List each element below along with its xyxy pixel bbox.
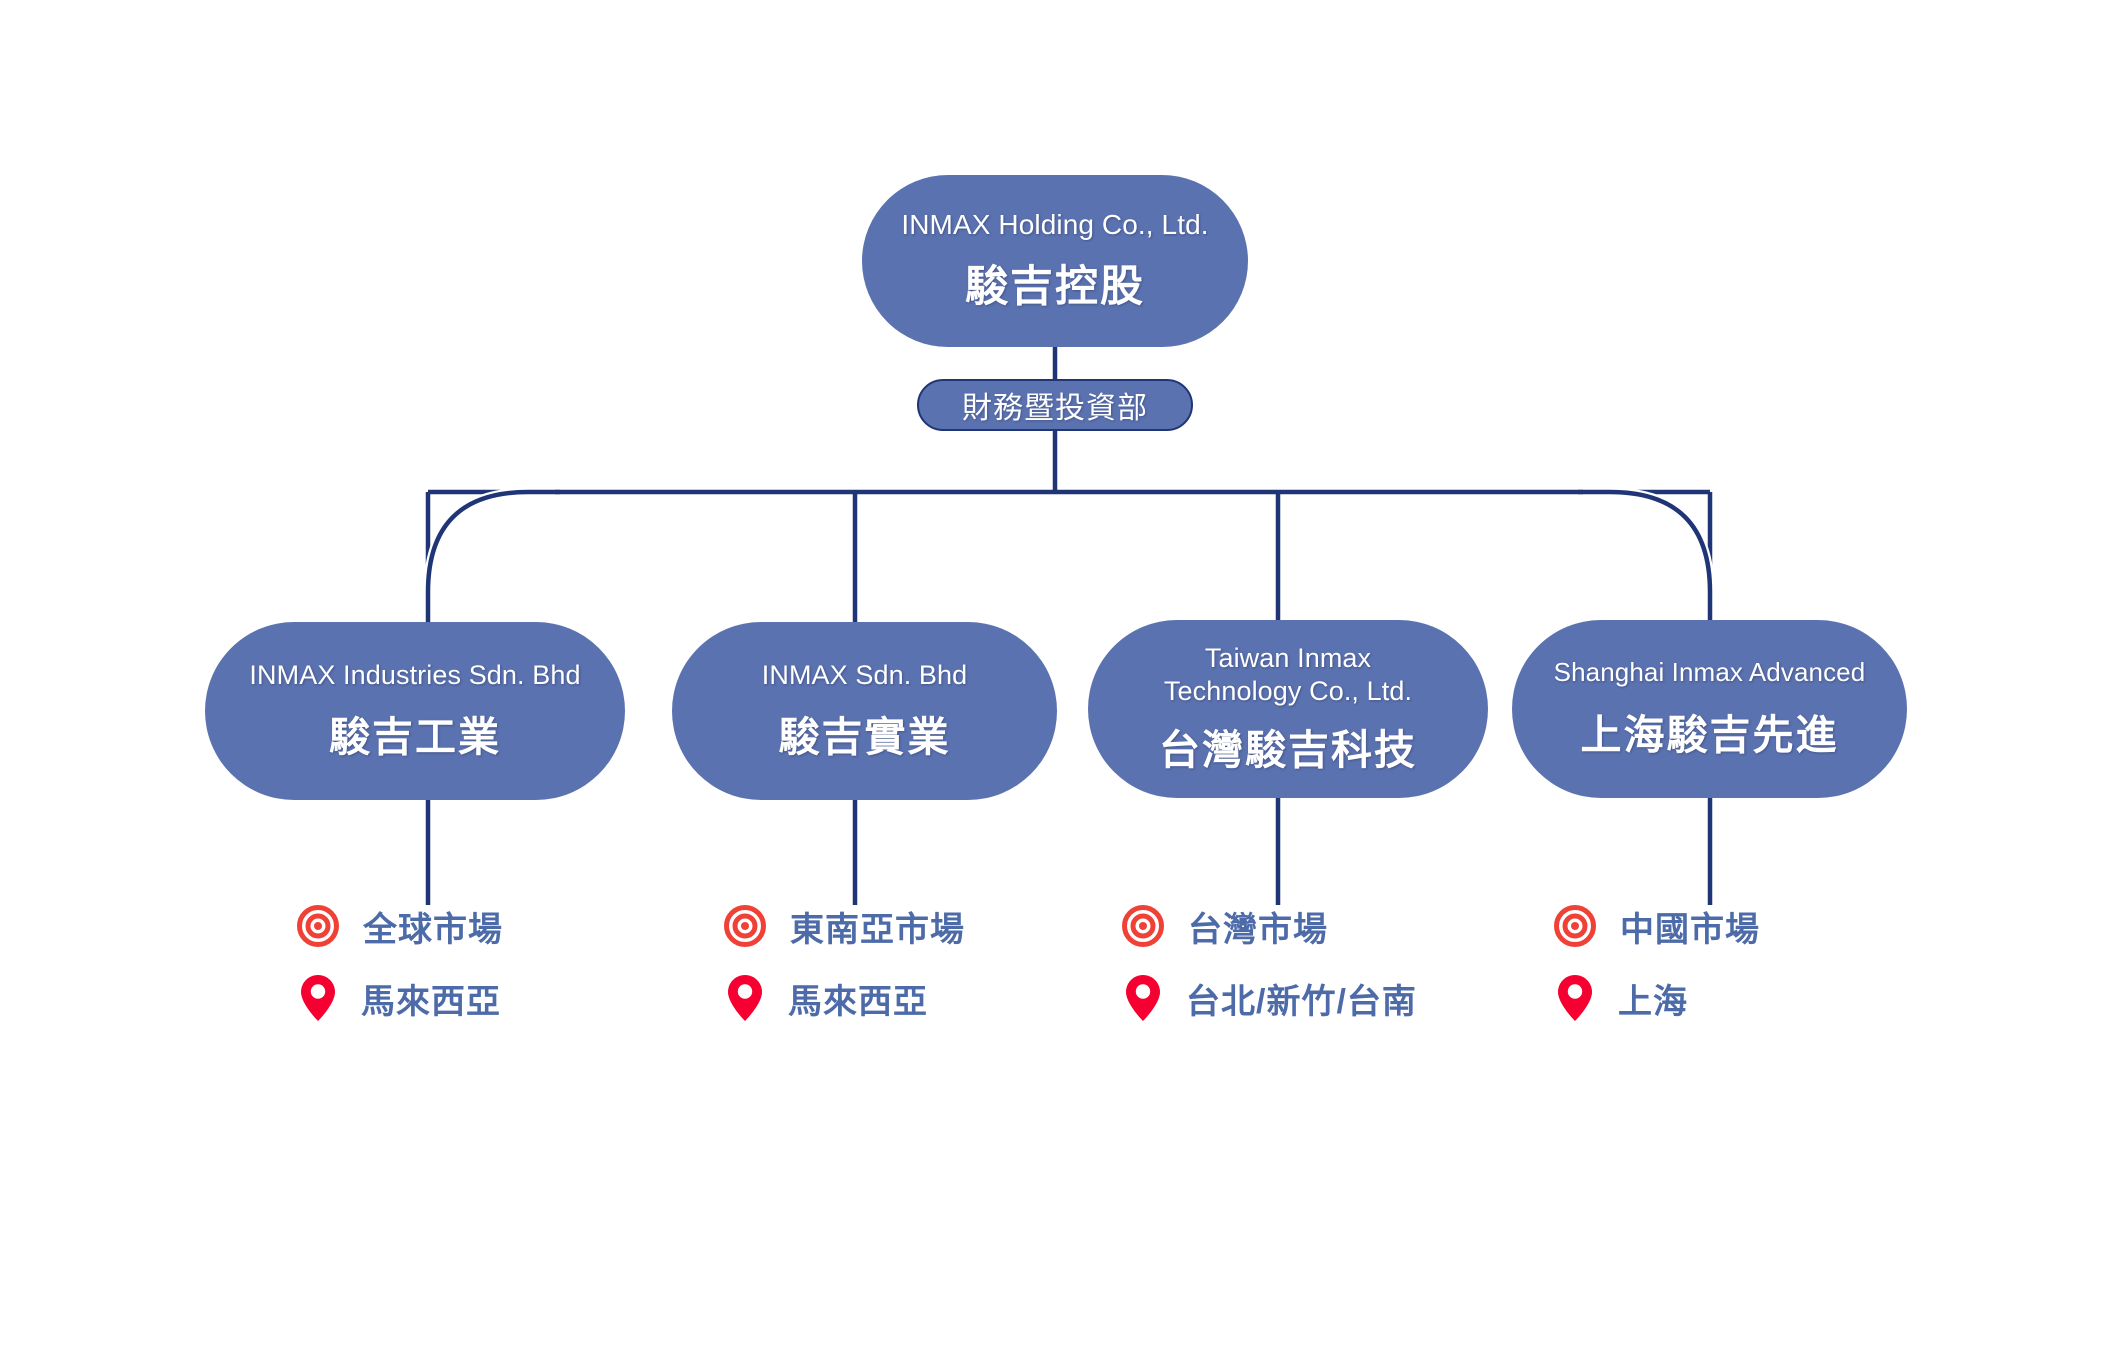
location-row: 台北/新竹/台南 <box>1120 962 1417 1034</box>
node-inmax-sdn-bhd[interactable]: INMAX Sdn. Bhd 駿吉實業 <box>672 622 1057 800</box>
node-root-english-name: INMAX Holding Co., Ltd. <box>901 208 1209 240</box>
edge-corner-left <box>425 489 560 622</box>
target-icon <box>722 903 768 949</box>
location-label: 上海 <box>1618 982 1688 1021</box>
map-pin-icon <box>1552 975 1598 1021</box>
node-sub-3-english-name: Shanghai Inmax Advanced <box>1553 657 1866 688</box>
market-label: 中國市場 <box>1620 910 1760 949</box>
location-label: 馬來西亞 <box>788 982 928 1021</box>
node-sub-2-english-name: Taiwan Inmax Technology Co., Ltd. <box>1164 642 1412 709</box>
market-label: 台灣市場 <box>1188 910 1328 949</box>
node-sub-1-english-name: INMAX Sdn. Bhd <box>761 659 968 690</box>
target-icon <box>1120 903 1166 949</box>
info-column-inmax-sdn-bhd: 東南亞市場 馬來西亞 <box>722 890 965 1034</box>
market-row: 東南亞市場 <box>722 890 965 962</box>
node-root-chinese-name: 駿吉控股 <box>965 263 1145 312</box>
node-finance-investment-department[interactable]: 財務暨投資部 <box>917 379 1193 431</box>
map-pin-icon <box>295 975 341 1021</box>
info-column-shanghai-inmax: 中國市場 上海 <box>1552 890 1760 1034</box>
location-row: 上海 <box>1552 962 1760 1034</box>
map-pin-icon <box>1120 975 1166 1021</box>
node-sub-2-english-line-1: Taiwan Inmax <box>1204 642 1372 673</box>
target-icon <box>1552 903 1598 949</box>
node-sub-2-english-line-2: Technology Co., Ltd. <box>1163 676 1413 706</box>
node-taiwan-inmax-technology[interactable]: Taiwan Inmax Technology Co., Ltd. 台灣駿吉科技 <box>1088 620 1488 798</box>
node-inmax-industries[interactable]: INMAX Industries Sdn. Bhd 駿吉工業 <box>205 622 625 800</box>
location-row: 馬來西亞 <box>295 962 503 1034</box>
node-inmax-holding[interactable]: INMAX Holding Co., Ltd. 駿吉控股 <box>862 175 1248 347</box>
corner-mask-right <box>1583 487 1715 620</box>
market-row: 中國市場 <box>1552 890 1760 962</box>
market-row: 台灣市場 <box>1120 890 1417 962</box>
node-sub-3-chinese-name: 上海駿吉先進 <box>1580 711 1839 758</box>
info-column-taiwan-inmax: 台灣市場 台北/新竹/台南 <box>1120 890 1417 1034</box>
node-sub-2-chinese-name: 台灣駿吉科技 <box>1159 727 1417 774</box>
department-label: 財務暨投資部 <box>962 392 1148 425</box>
corner-mask-left <box>423 487 555 622</box>
node-sub-0-chinese-name: 駿吉工業 <box>329 714 501 761</box>
info-column-inmax-industries: 全球市場 馬來西亞 <box>295 890 503 1034</box>
location-label: 馬來西亞 <box>361 982 501 1021</box>
target-icon <box>295 903 341 949</box>
map-pin-icon <box>722 975 768 1021</box>
node-shanghai-inmax-advanced[interactable]: Shanghai Inmax Advanced 上海駿吉先進 <box>1512 620 1907 798</box>
market-label: 全球市場 <box>363 910 503 949</box>
edge-corner-right <box>1578 489 1713 620</box>
location-row: 馬來西亞 <box>722 962 965 1034</box>
market-label: 東南亞市場 <box>790 910 965 949</box>
market-row: 全球市場 <box>295 890 503 962</box>
node-sub-1-chinese-name: 駿吉實業 <box>778 714 951 761</box>
node-sub-0-english-name: INMAX Industries Sdn. Bhd <box>249 659 581 690</box>
location-label: 台北/新竹/台南 <box>1186 982 1417 1021</box>
